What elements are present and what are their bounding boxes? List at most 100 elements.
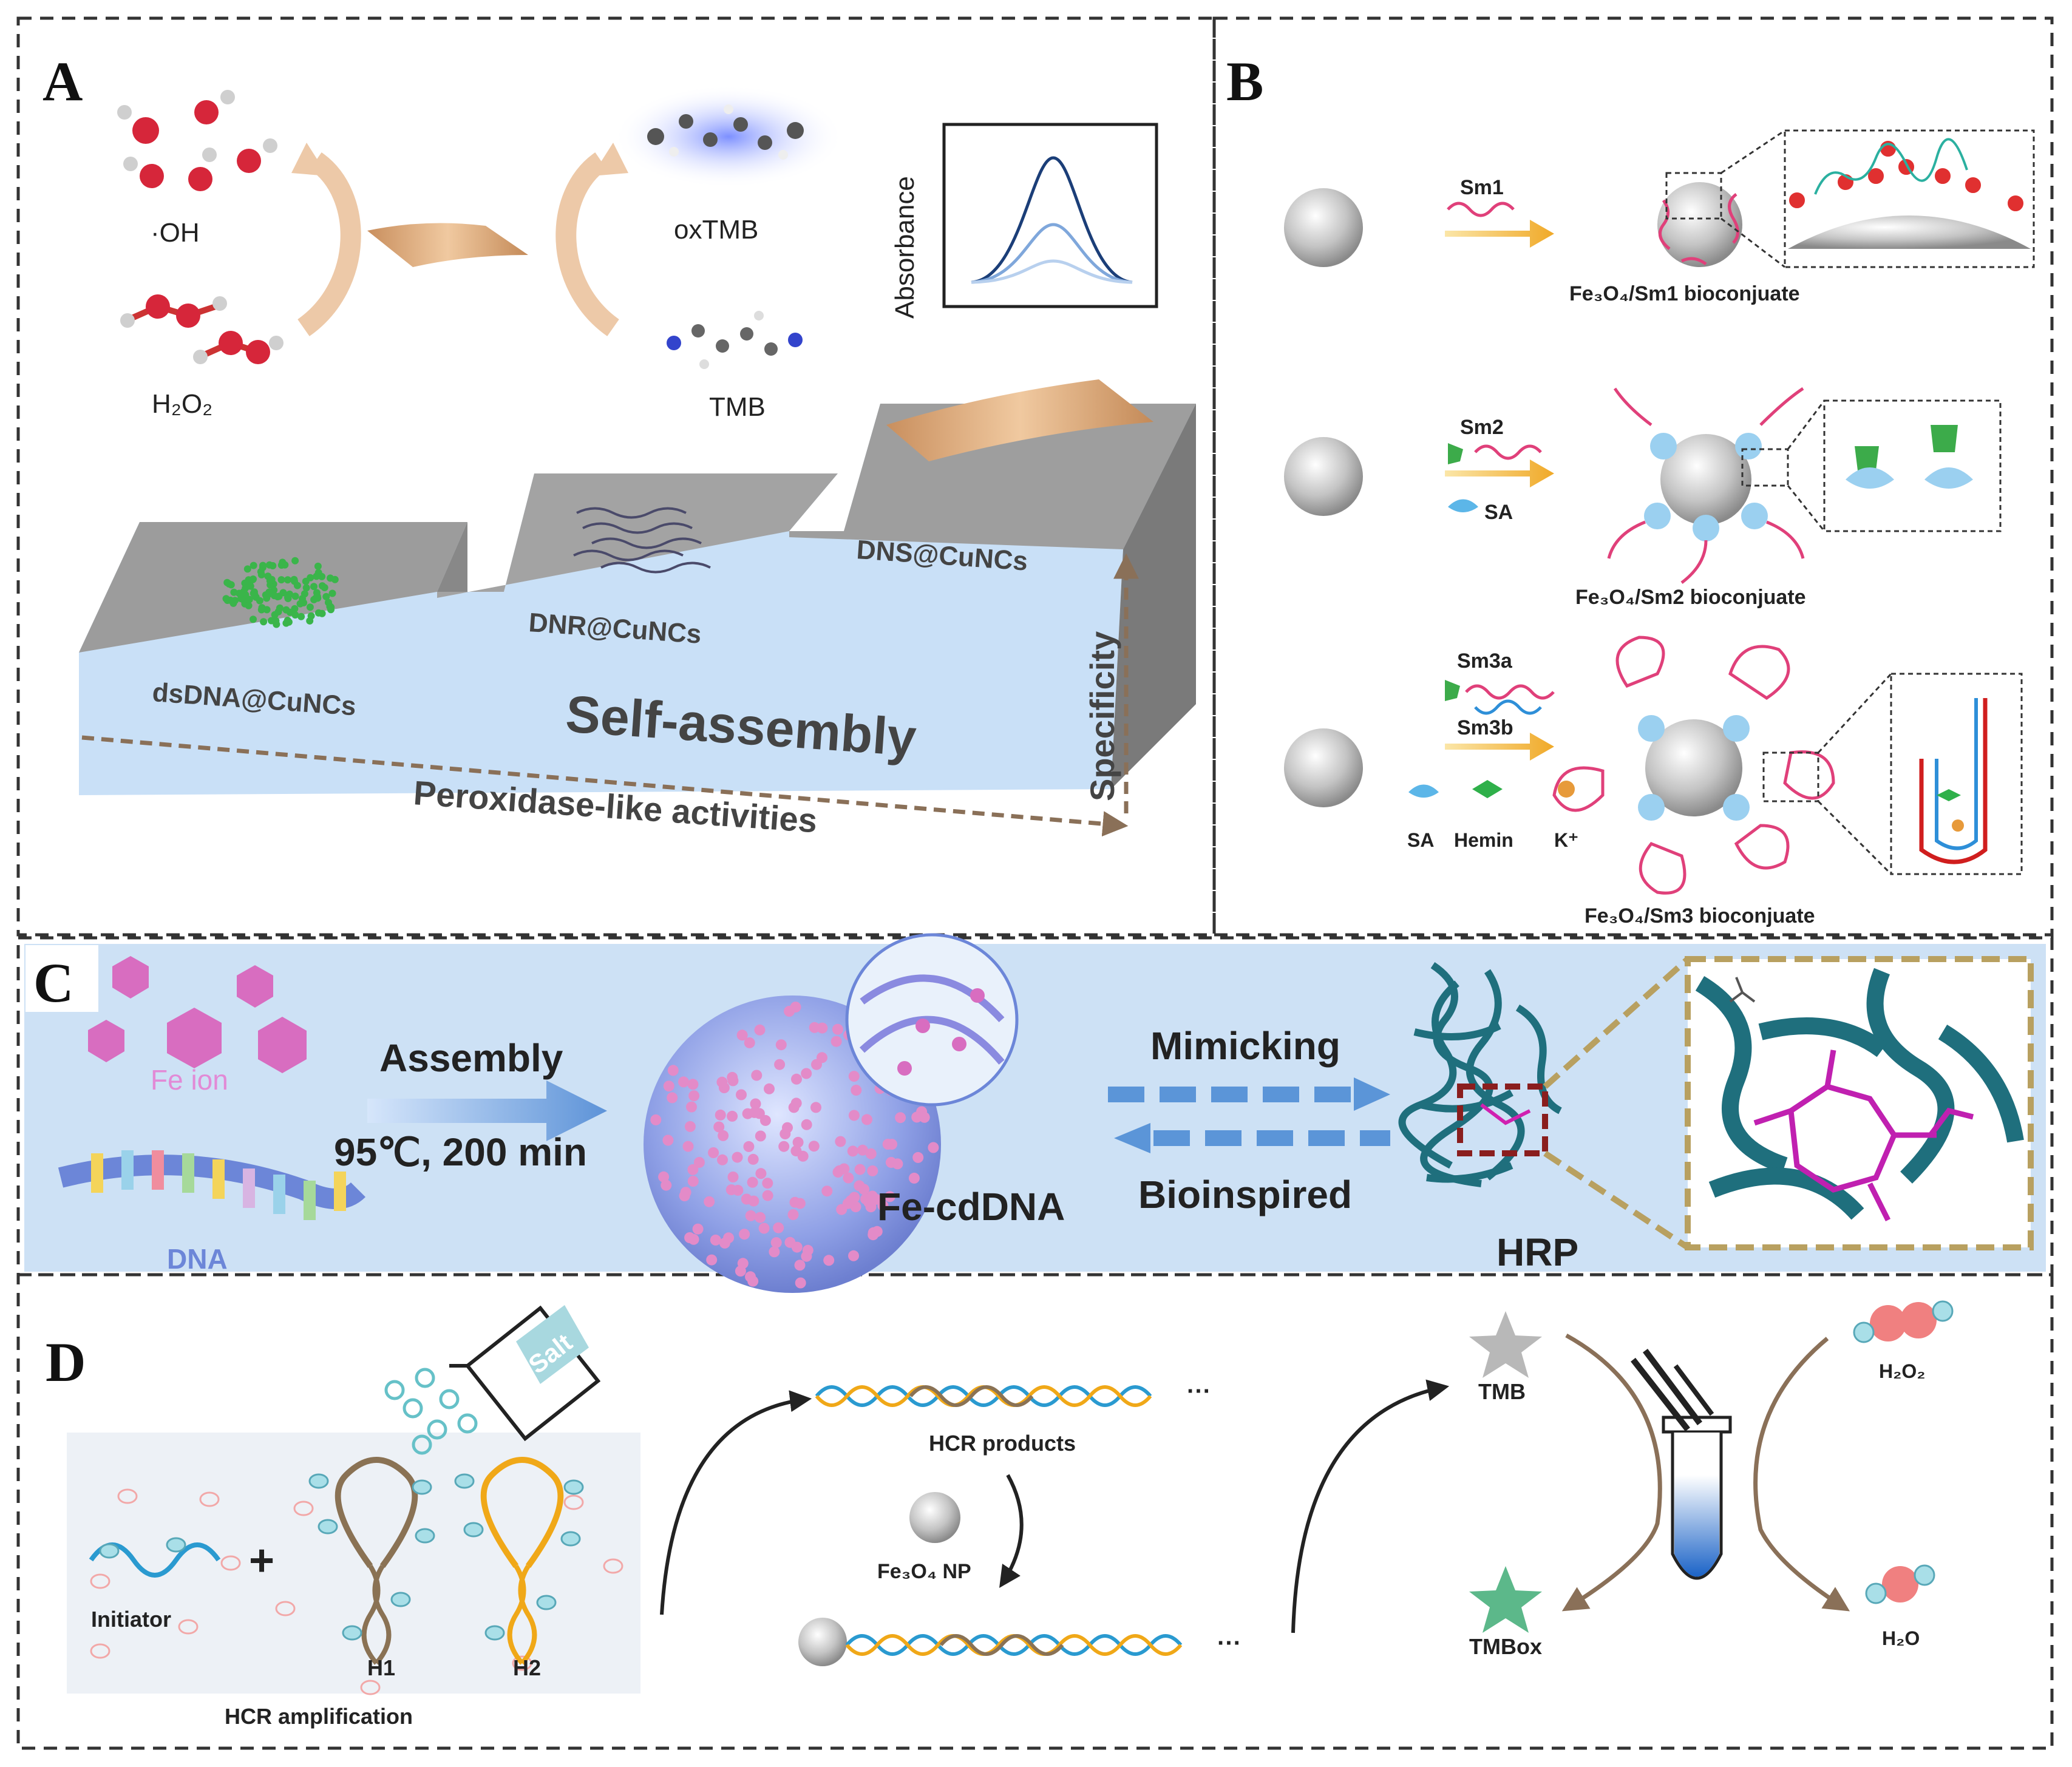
panel-c-letter: C (33, 952, 73, 1014)
panel-a-letter: A (42, 50, 83, 112)
h2o2-molecule-icon (1853, 1300, 1954, 1343)
conditions-label: 95℃, 200 min (334, 1130, 587, 1174)
panel-b-letter: B (1226, 50, 1263, 112)
panel-a: A ·OH H₂O₂ (42, 50, 1196, 839)
hrp-active-site-box (1457, 1084, 1548, 1156)
hcr-product-helix-icon (815, 1385, 1152, 1407)
curved-arrow-left-head (291, 143, 328, 176)
hrp-zoom-box (1685, 956, 2034, 1250)
panel-b: B Sm1 Fe₃O₄/Sm1 bioconjuate Sm2 SA (1226, 50, 2035, 928)
sm1-caption: Fe₃O₄/Sm1 bioconjuate (1569, 282, 1800, 305)
absorbance-curve-strong (971, 156, 1133, 284)
tmb-oxidation-arrow (1561, 1333, 1662, 1612)
h2o2-label-d: H₂O₂ (1879, 1360, 1925, 1382)
sm3-caption: Fe₃O₄/Sm3 bioconjuate (1585, 904, 1815, 928)
step3-top (789, 404, 1196, 549)
hemin-label: Hemin (1454, 829, 1513, 851)
ion-bubbles (90, 1488, 623, 1695)
sm3-arrow (1445, 733, 1554, 761)
tmbox-star-icon (1469, 1566, 1542, 1633)
step2-top (437, 473, 838, 598)
fe3o4-bound-sphere (798, 1618, 847, 1666)
sm3-zoom-box (1890, 673, 2023, 875)
hrp-zoom-detail (1695, 968, 2024, 1220)
initiator-label: Initiator (91, 1607, 171, 1632)
bioinspired-arrow (1114, 1123, 1390, 1153)
sm3a-label: Sm3a (1457, 649, 1513, 673)
oh-label: ·OH (151, 218, 200, 248)
mimicking-label: Mimicking (1150, 1024, 1340, 1068)
sm2-label: Sm2 (1460, 416, 1504, 439)
h2o-label: H₂O (1882, 1627, 1920, 1649)
fe-cddna-label: Fe-cdDNA (877, 1185, 1065, 1229)
fe-ion-hexagons-icon (88, 956, 307, 1073)
salt-particles (384, 1368, 478, 1455)
fe3o4-sphere-2 (1284, 437, 1363, 516)
h2o2-molecules-icon (120, 294, 284, 364)
h2o2-label: H₂O₂ (152, 389, 212, 419)
sm2-zoom-box (1823, 399, 2002, 532)
bound-helix-icon (845, 1634, 1183, 1656)
step-side (1111, 404, 1196, 789)
hcr-box (67, 1433, 640, 1694)
tmbox-label: TMBox (1469, 1634, 1542, 1659)
salt-beaker-icon: Salt (449, 1305, 601, 1442)
absorbance-box (942, 123, 1158, 308)
sa-label: SA (1484, 501, 1513, 524)
absorbance-curve-mid (971, 223, 1133, 284)
test-tube-icon (1631, 1349, 1732, 1580)
fe3o4-sm3-sphere (1645, 719, 1742, 816)
sm1-label: Sm1 (1460, 176, 1504, 199)
arrow-to-tmb (1291, 1379, 1450, 1633)
specificity-label: Specificity (1083, 631, 1121, 801)
k-label: K⁺ (1554, 829, 1578, 851)
assembly-label: Assembly (379, 1036, 563, 1080)
arrow-to-hcr-products (660, 1390, 812, 1615)
plus-sign: + (249, 1536, 274, 1585)
g-quadruplex-icon (1552, 636, 1835, 895)
h2-hairpin-icon (454, 1457, 584, 1665)
heme-group-icon (1753, 1050, 1974, 1222)
fe3o4-np-sphere (909, 1492, 960, 1543)
oxtmb-label: oxTMB (674, 215, 758, 245)
oxtmb-glow (613, 85, 844, 188)
tmb-molecule-icon (667, 311, 803, 369)
sm2-arrow (1445, 460, 1554, 487)
sa2-label: SA (1407, 829, 1434, 851)
h1-label: H1 (367, 1655, 395, 1680)
h2o-molecule-icon (1865, 1564, 1935, 1604)
panel-borders (16, 16, 2054, 1750)
h2-label: H2 (513, 1655, 541, 1680)
absorbance-label: Absorbance (890, 176, 920, 319)
h1-hairpin-icon (308, 1457, 435, 1665)
fe3o4-sphere-3 (1284, 728, 1363, 807)
hcr-products-label: HCR products (929, 1431, 1076, 1456)
sm1-arrow (1445, 220, 1554, 248)
fe3o4-np-label: Fe₃O₄ NP (877, 1560, 971, 1583)
mimicking-arrow (1108, 1077, 1390, 1111)
panel-d-letter: D (46, 1331, 86, 1393)
sphere-mesh (650, 1002, 939, 1289)
hcr-products-dots-1: ··· (1187, 1378, 1211, 1405)
sm1-strand-icon (1447, 202, 1515, 217)
sm2-caption: Fe₃O₄/Sm2 bioconjuate (1575, 586, 1806, 609)
tmb-label-d: TMB (1478, 1379, 1526, 1404)
green-nanoclusters-icon (222, 557, 339, 628)
fe3o4-sphere-1 (1284, 188, 1363, 267)
dns-sheet-icon (886, 379, 1153, 461)
tmb-star-icon (1469, 1311, 1542, 1378)
hcr-products-dots-2: ··· (1217, 1630, 1242, 1657)
curved-arrow-right (555, 152, 620, 336)
tmb-label: TMB (709, 392, 766, 422)
nanosheet-icon (367, 223, 528, 267)
panel-c: C Fe ion DNA Assembly 95℃, 200 min Fe- (24, 933, 2046, 1293)
hrp-label: HRP (1496, 1230, 1578, 1274)
sm3b-label: Sm3b (1457, 716, 1513, 739)
curved-arrow-right-head (592, 143, 628, 176)
curved-arrow-left (297, 152, 361, 336)
fe3o4-binding-arrow (999, 1474, 1024, 1588)
assembly-arrow (367, 1080, 607, 1141)
absorbance-curve-weak (971, 259, 1133, 284)
bioinspired-label: Bioinspired (1138, 1173, 1352, 1216)
